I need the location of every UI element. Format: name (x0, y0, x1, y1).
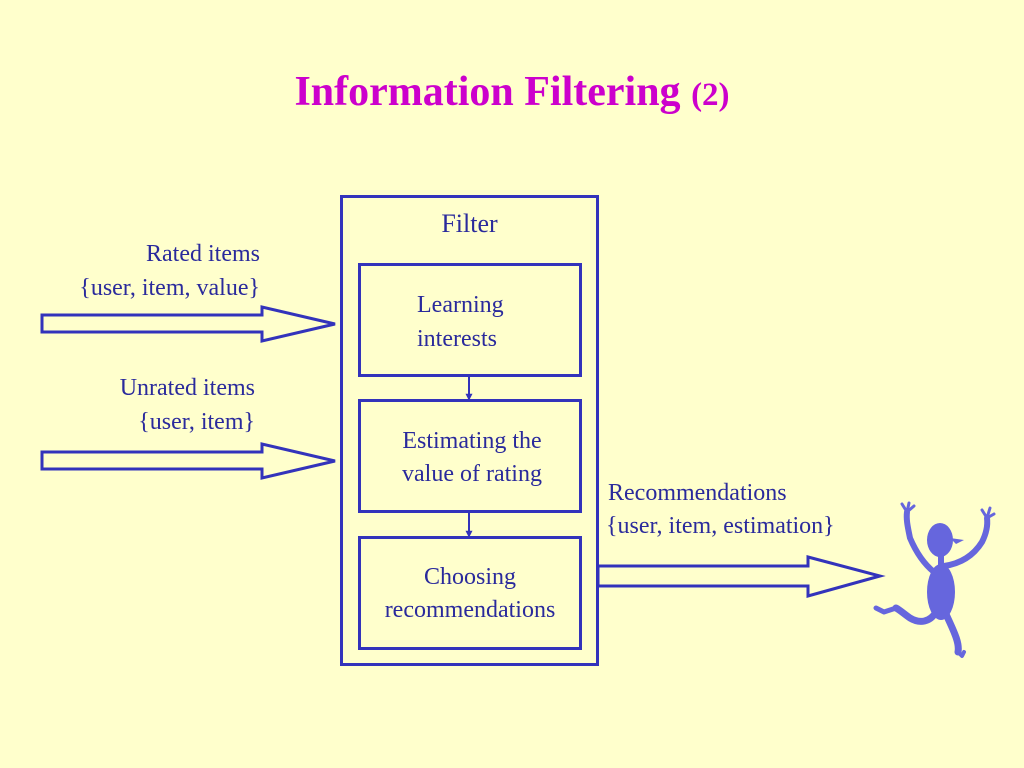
recommendations-label: Recommendations (608, 480, 787, 506)
estimating-rating-line2: value of rating (402, 461, 542, 487)
choosing-recommendations-line1: Choosing (423, 564, 516, 590)
learning-interests-line2: interests (417, 326, 497, 352)
title-main: Information Filtering (294, 69, 681, 115)
rated-items-fields: {user, item, value} (79, 275, 260, 301)
rated-items-label: Rated items (146, 241, 260, 267)
choosing-recommendations-line2: recommendations (384, 597, 556, 623)
unrated-items-fields: {user, item} (138, 409, 255, 435)
unrated-items-label: Unrated items (119, 375, 255, 401)
estimating-rating-box (358, 399, 582, 513)
estimating-rating-line1: Estimating the (402, 428, 542, 454)
recommendations-fields: {user, item, estimation} (606, 513, 835, 539)
choosing-recommendations-box (358, 536, 582, 650)
filter-box (340, 195, 599, 666)
learning-interests-box (358, 263, 582, 377)
unrated-items-arrow (40, 442, 336, 480)
dancing-person-icon (873, 501, 996, 658)
filter-label: Filter (441, 209, 498, 238)
slide-title: Information Filtering (2) (0, 62, 1024, 125)
learning-interests-line1: Learning (417, 292, 504, 318)
rated-items-arrow (40, 305, 336, 343)
title-number: (2) (691, 77, 730, 113)
recommendations-arrow (596, 555, 886, 598)
